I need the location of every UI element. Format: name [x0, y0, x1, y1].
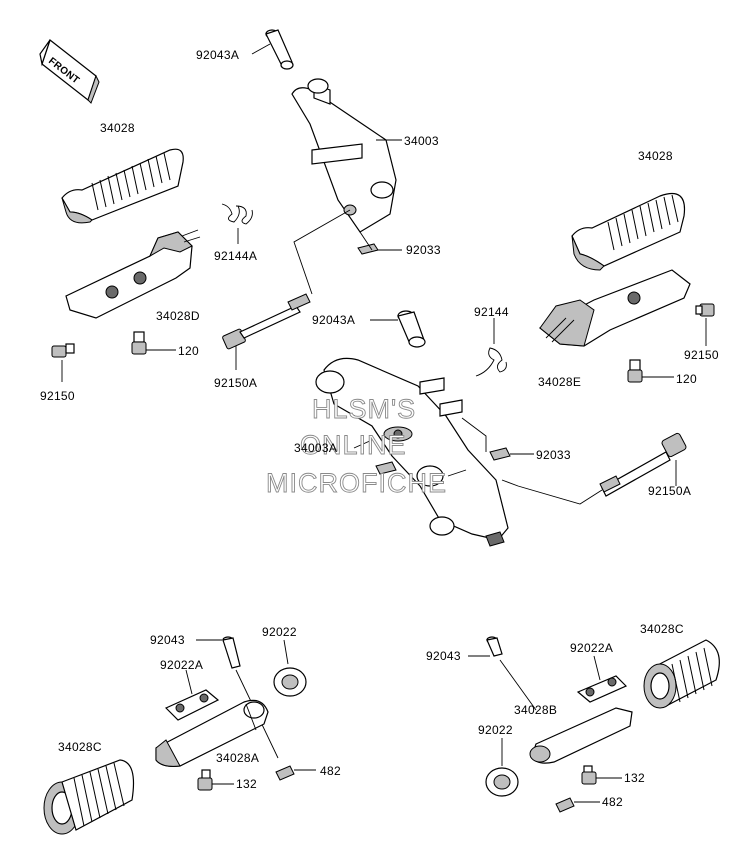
label-34028c-right: 34028C [640, 622, 684, 636]
bolt-132-left [197, 769, 234, 791]
label-92043-right: 92043 [426, 649, 461, 663]
part-labels: 92043A 34003 34028 92144A 92033 34028D 1… [40, 48, 719, 809]
label-34028d: 34028D [156, 309, 200, 323]
label-34003: 34003 [404, 134, 439, 148]
label-92043-left: 92043 [150, 633, 185, 647]
label-92144: 92144 [474, 305, 509, 319]
assembly-line-upper [293, 209, 373, 295]
label-132-right: 132 [624, 771, 645, 785]
washer-34003a-piece [353, 439, 397, 475]
watermark: HLSM'S ONLINE MICROFICHE [266, 394, 447, 499]
washer-92022-right [485, 738, 519, 797]
bolt-132-right [581, 765, 622, 785]
front-arrow-badge: FRONT [39, 39, 100, 104]
rubber-34028c-left [43, 759, 135, 835]
label-482-right: 482 [602, 795, 623, 809]
watermark-line-1: HLSM'S [312, 394, 416, 424]
label-482-left: 482 [320, 764, 341, 778]
label-34028-left: 34028 [100, 121, 135, 135]
label-92150-right: 92150 [684, 348, 719, 362]
plate-92022a-right [576, 655, 628, 703]
long-bolt-92150a-right [501, 432, 687, 505]
upper-bracket-34003 [291, 78, 402, 233]
label-92144a: 92144A [214, 249, 257, 263]
rubber-34028c-right [643, 639, 720, 709]
label-120-right: 120 [676, 372, 697, 386]
main-bracket-34003a [315, 357, 509, 547]
bolt-92150-left [51, 343, 75, 382]
label-92022a-left: 92022A [160, 658, 203, 672]
footpeg-bracket-34028d [65, 229, 201, 319]
spring-92144 [475, 318, 507, 377]
label-34028c-left: 34028C [58, 740, 102, 754]
label-120-left: 120 [178, 344, 199, 358]
label-92150-left: 92150 [40, 389, 75, 403]
pin-92043a-top [251, 29, 294, 70]
footpeg-rubber-left-upper [61, 148, 184, 224]
spring-92144a [221, 203, 253, 244]
label-92022a-right: 92022A [570, 641, 613, 655]
label-132-left: 132 [236, 777, 257, 791]
pin-92043a-mid [370, 310, 426, 348]
label-34003a: 34003A [294, 441, 337, 455]
pin-92043-right [468, 636, 537, 711]
footpeg-bracket-34028e [538, 269, 691, 347]
footpeg-34028b [529, 707, 633, 764]
label-92022-right: 92022 [478, 723, 513, 737]
label-92150a-right: 92150A [648, 484, 691, 498]
pin-482-left [275, 765, 316, 781]
label-92022-left: 92022 [262, 625, 297, 639]
long-bolt-92150a-left [222, 293, 311, 370]
washer-92033-top [357, 243, 402, 255]
label-34028b: 34028B [514, 703, 557, 717]
label-34028-right: 34028 [638, 149, 673, 163]
label-92043a-mid: 92043A [312, 313, 355, 327]
bolt-92150-right [695, 303, 715, 346]
label-92043a-top: 92043A [196, 48, 239, 62]
footpeg-34028a [155, 699, 269, 767]
pin-482-right [555, 797, 600, 813]
label-92033-mid: 92033 [536, 448, 571, 462]
label-34028a: 34028A [216, 751, 259, 765]
label-92150a-left: 92150A [214, 376, 257, 390]
washer-92022-left [273, 639, 307, 697]
bolt-120-right [627, 359, 674, 383]
label-34028e: 34028E [538, 375, 581, 389]
watermark-line-2: ONLINE [300, 430, 407, 460]
label-92033-top: 92033 [406, 243, 441, 257]
plate-92022a-left [164, 669, 220, 721]
bolt-120-left [131, 331, 176, 355]
washer-92033-mid [489, 447, 534, 461]
watermark-line-3: MICROFICHE [266, 468, 447, 498]
footpeg-rubber-right-upper [571, 192, 686, 271]
